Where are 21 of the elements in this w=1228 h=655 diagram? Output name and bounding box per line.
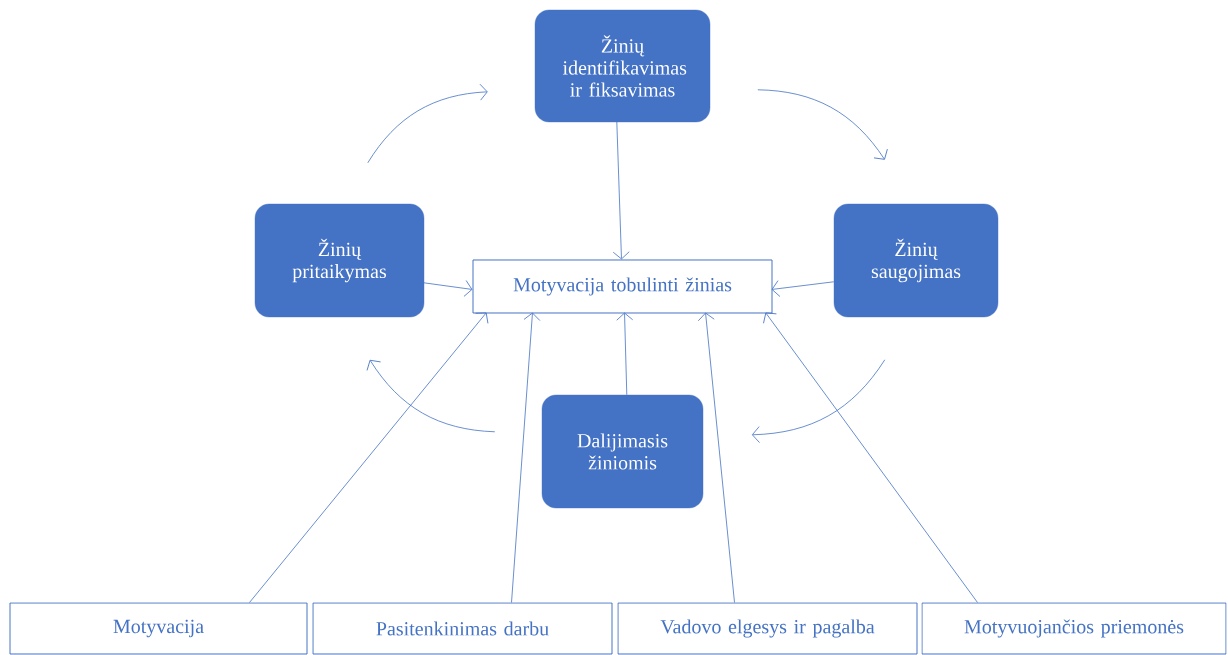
factor-box: Vadovo elgesys ir pagalba	[617, 602, 918, 655]
factor-box: Pasitenkinimas darbu	[312, 602, 613, 655]
arrow	[763, 312, 978, 603]
arrow	[511, 312, 541, 603]
arrow	[612, 121, 630, 260]
arrow	[249, 312, 489, 603]
factor-box: Motyvuojančios priemonės	[921, 602, 1227, 655]
arrow	[751, 359, 886, 443]
central-box: Motyvacija tobulinti žinias	[472, 259, 773, 314]
arrow	[771, 280, 835, 297]
arrow	[367, 83, 488, 164]
process-box: Žinių saugojimas	[833, 203, 999, 318]
arrow	[757, 89, 888, 160]
process-box: Žinių identifikavimas ir fiksavimas	[534, 9, 711, 123]
arrow	[697, 312, 735, 603]
process-box: Dalijimasis žiniomis	[541, 394, 704, 509]
arrow	[616, 312, 634, 396]
factor-box: Motyvacija	[9, 602, 308, 655]
arrow	[366, 359, 496, 433]
arrow	[423, 280, 473, 297]
process-box: Žinių pritaikymas	[254, 203, 425, 318]
